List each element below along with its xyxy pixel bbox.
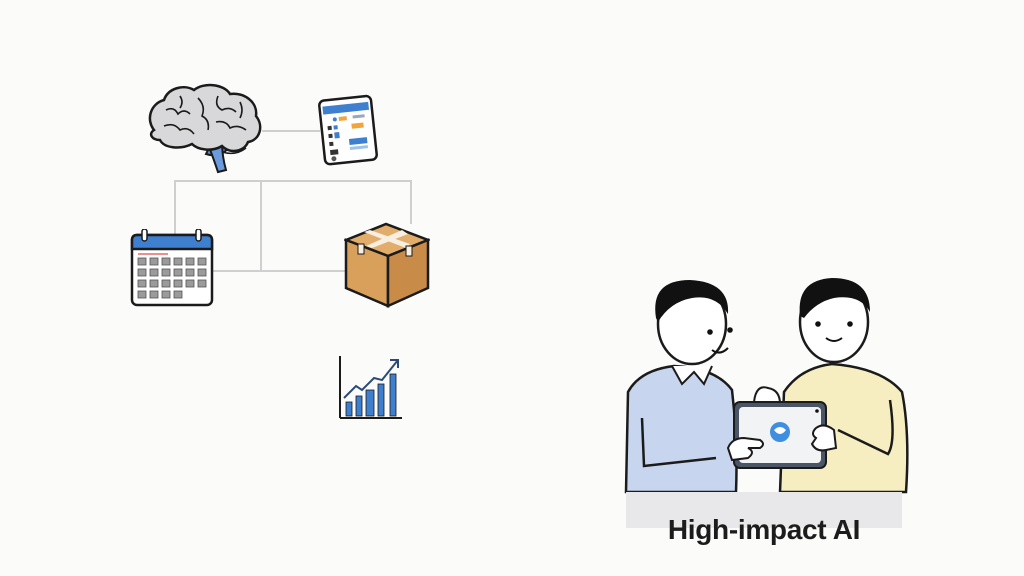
caption-bar bbox=[626, 492, 902, 528]
connector-left-vertical bbox=[174, 180, 176, 236]
people-with-tablet-illustration bbox=[624, 278, 909, 494]
tablet-app-icon bbox=[318, 94, 378, 166]
package-box-icon bbox=[344, 222, 430, 308]
connector-brain-tablet bbox=[262, 130, 320, 132]
connector-right-vertical bbox=[410, 180, 412, 224]
bar-chart-growth-icon bbox=[339, 356, 402, 419]
connector-top-horizontal bbox=[174, 180, 412, 182]
connector-mid-vertical bbox=[260, 180, 262, 272]
brain-icon bbox=[148, 83, 262, 174]
connector-bottom-horizontal bbox=[212, 270, 354, 272]
calendar-icon bbox=[130, 229, 214, 307]
caption-text: High-impact AI bbox=[667, 514, 861, 545]
